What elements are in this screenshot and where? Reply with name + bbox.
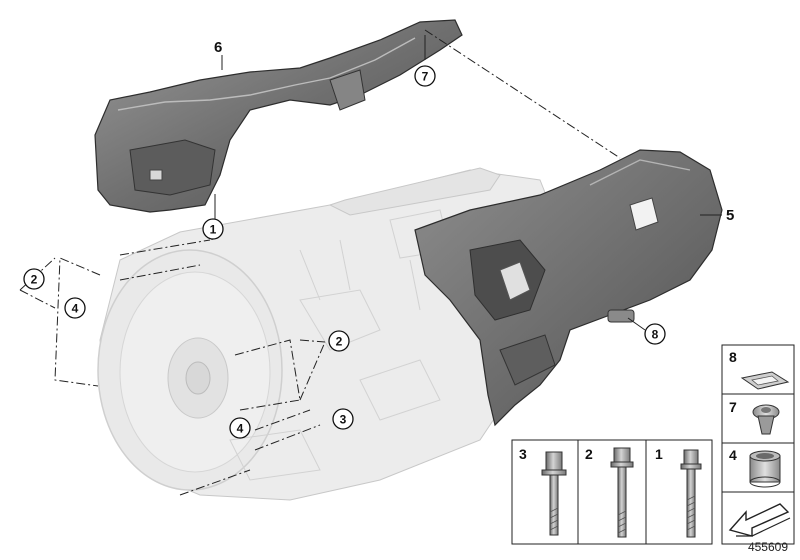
diagram-id: 455609 [747, 540, 788, 554]
svg-text:2: 2 [336, 335, 343, 349]
svg-text:1: 1 [210, 223, 217, 237]
callout-circle-1: 1 [202, 218, 224, 240]
sleeve-4: 4 [729, 447, 781, 488]
bolt-2: 2 [585, 446, 634, 538]
svg-text:2: 2 [31, 273, 38, 287]
callout-circle-2-left: 2 [23, 268, 45, 290]
svg-text:2: 2 [585, 446, 593, 462]
callout-circle-3: 3 [332, 408, 354, 430]
svg-text:8: 8 [729, 349, 737, 365]
svg-text:7: 7 [729, 399, 737, 415]
clip-8: 8 [729, 349, 790, 390]
svg-text:1: 1 [655, 446, 663, 462]
heat-shield-upper [94, 19, 463, 213]
transmission-details [229, 209, 451, 481]
arrow-symbol-icon [728, 503, 791, 537]
svg-text:8: 8 [652, 328, 659, 342]
rivet-7: 7 [729, 399, 780, 435]
svg-text:4: 4 [729, 447, 737, 463]
converter-housing [97, 249, 283, 491]
callout-circle-4-left: 4 [64, 297, 86, 319]
callout-6: 6 [214, 39, 222, 56]
bolt-3: 3 [519, 446, 567, 536]
svg-text:3: 3 [340, 413, 347, 427]
svg-text:7: 7 [422, 70, 429, 84]
callout-circle-2-mid: 2 [328, 330, 350, 352]
svg-text:4: 4 [237, 422, 244, 436]
svg-text:4: 4 [72, 302, 79, 316]
parts-panel-small: 8 7 4 [721, 344, 795, 545]
heat-shield-right [414, 149, 723, 427]
callout-circle-8: 8 [644, 323, 666, 345]
svg-text:3: 3 [519, 446, 527, 462]
callout-circle-7: 7 [414, 65, 436, 87]
leader-lines [19, 29, 621, 496]
callout-circle-4-mid: 4 [229, 417, 251, 439]
bolt-1: 1 [655, 446, 702, 538]
parts-panel-bolts: 3 2 1 [511, 439, 713, 545]
callout-5: 5 [726, 207, 734, 224]
